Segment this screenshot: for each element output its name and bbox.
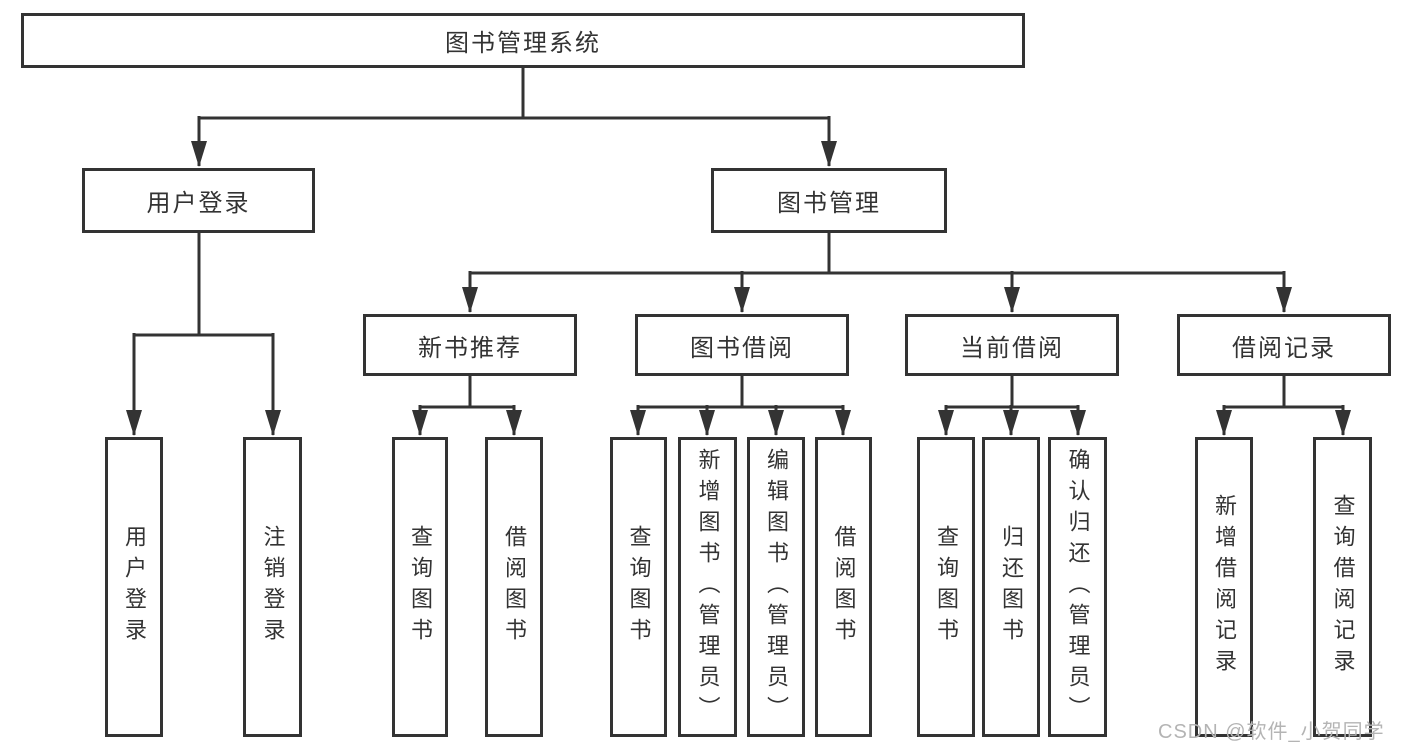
node-label: 借阅记录	[1232, 334, 1336, 362]
leaf-query-books-recommend: 查询图书	[392, 437, 448, 737]
leaf-logout: 注销登录	[243, 437, 302, 737]
node-label: 归还图书	[999, 525, 1024, 649]
leaf-query-books-current: 查询图书	[917, 437, 975, 737]
node-label: 查询图书	[934, 525, 959, 649]
node-label: 新书推荐	[418, 334, 522, 362]
leaf-user-login: 用户登录	[105, 437, 163, 737]
node-label: 编辑图书（管理员）	[764, 447, 789, 727]
node-library-management-system: 图书管理系统	[21, 13, 1025, 68]
node-label: 图书借阅	[690, 334, 794, 362]
node-label: 注销登录	[260, 525, 286, 649]
node-label: 当前借阅	[960, 334, 1064, 362]
node-label: 查询图书	[408, 525, 433, 649]
node-label: 用户登录	[146, 190, 251, 217]
node-label: 图书管理系统	[445, 30, 601, 57]
node-label: 新增图书（管理员）	[695, 447, 721, 727]
leaf-return-books: 归还图书	[982, 437, 1040, 737]
node-label: 新增借阅记录	[1212, 494, 1237, 680]
node-label: 图书管理	[777, 190, 881, 217]
leaf-query-books-borrowing: 查询图书	[610, 437, 667, 737]
node-label: 用户登录	[122, 525, 147, 649]
node-label: 借阅图书	[502, 525, 527, 649]
leaf-query-borrow-record: 查询借阅记录	[1313, 437, 1372, 737]
node-label: 查询图书	[626, 525, 652, 649]
node-user-login: 用户登录	[82, 168, 315, 233]
leaf-confirm-return-admin: 确认归还（管理员）	[1048, 437, 1107, 737]
node-current-borrowing: 当前借阅	[905, 314, 1119, 376]
leaf-borrow-books-borrowing: 借阅图书	[815, 437, 872, 737]
node-label: 确认归还（管理员）	[1065, 447, 1091, 727]
leaf-edit-books-admin: 编辑图书（管理员）	[747, 437, 805, 737]
watermark: CSDN @软件_小贺同学	[1158, 721, 1385, 743]
leaf-borrow-books-recommend: 借阅图书	[485, 437, 543, 737]
node-new-book-recommend: 新书推荐	[363, 314, 577, 376]
leaf-add-books-admin: 新增图书（管理员）	[678, 437, 737, 737]
leaf-add-borrow-record: 新增借阅记录	[1195, 437, 1253, 737]
node-book-management: 图书管理	[711, 168, 947, 233]
node-borrowing-records: 借阅记录	[1177, 314, 1391, 376]
node-book-borrowing: 图书借阅	[635, 314, 849, 376]
node-label: 查询借阅记录	[1330, 494, 1356, 680]
node-label: 借阅图书	[831, 525, 857, 649]
